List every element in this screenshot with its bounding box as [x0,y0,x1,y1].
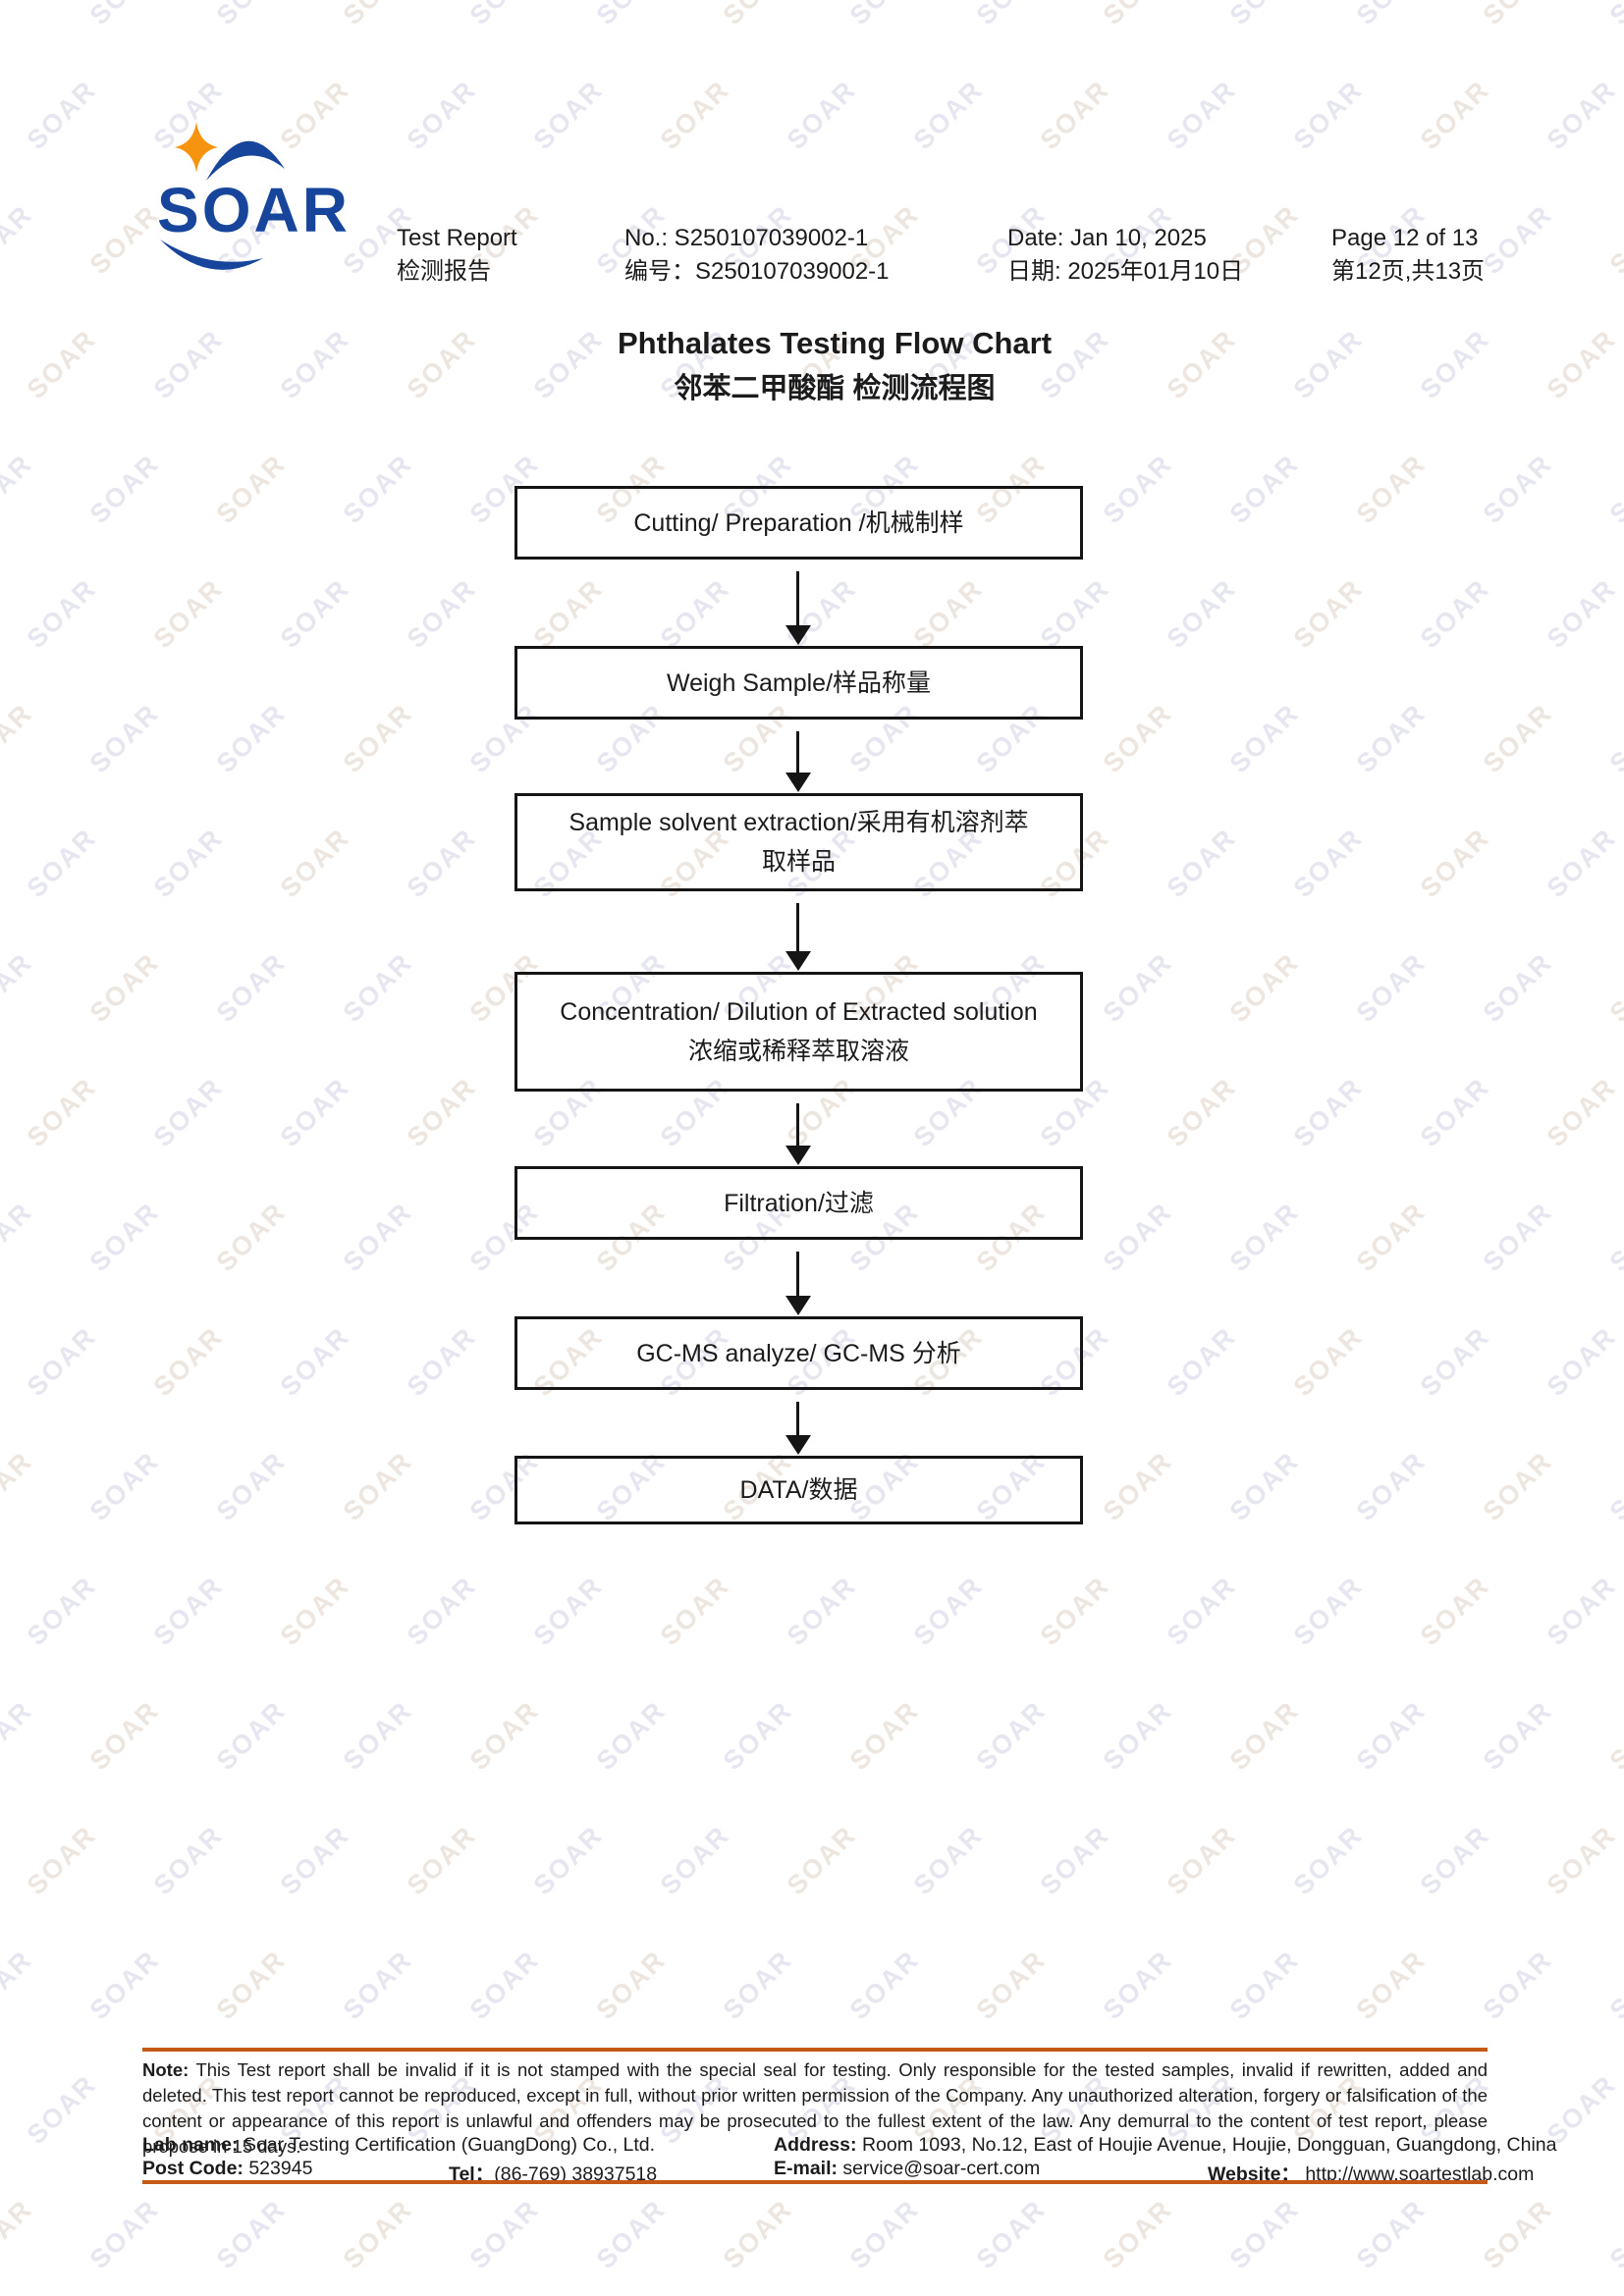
flow-step-label: Concentration/ Dilution of Extracted sol… [560,998,1038,1026]
flow-step-label: DATA/数据 [739,1476,858,1504]
logo-star-icon [175,122,218,173]
post-code-value: 523945 [243,2158,313,2179]
flow-arrow-icon [796,1252,799,1298]
flow-arrow-icon [796,731,799,774]
flow-step-box: Weigh Sample/样品称量 [514,646,1083,720]
address-value: Room 1093, No.12, East of Houjie Avenue,… [856,2134,1557,2156]
website-row: Website： http://www.soartestlab.com [1208,2158,1534,2186]
header-page-col: Page 12 of 13 第12页,共13页 [1331,222,1485,289]
report-page-en: Page 12 of 13 [1331,225,1479,251]
report-label-en: Test Report [397,225,517,251]
flow-step-label: Sample solvent extraction/采用有机溶剂萃 [568,809,1029,836]
flow-step-box: Cutting/ Preparation /机械制样 [514,486,1083,560]
post-code-row: Post Code: 523945 [142,2158,312,2180]
flow-step-box: Sample solvent extraction/采用有机溶剂萃取样品 [514,793,1083,891]
flow-arrowhead-icon [785,1296,811,1315]
flow-step-label: Cutting/ Preparation /机械制样 [633,508,964,537]
address-row: Address: Room 1093, No.12, East of Houji… [774,2134,1557,2157]
header-no-col: No.: S250107039002-1 编号：S250107039002-1 [624,222,890,289]
page-title-en: Phthalates Testing Flow Chart [617,326,1053,360]
footer-bottom-rule [142,2180,1488,2184]
logo-swoosh-top-icon [206,140,285,181]
flow-arrow-icon [796,1402,799,1437]
flow-arrowhead-icon [785,1435,811,1455]
post-code-label: Post Code: [142,2158,244,2179]
tel-row: Tel：(86-769) 38937518 [449,2158,657,2186]
flow-arrow-icon [796,903,799,953]
footer-top-rule [142,2048,1488,2052]
logo-text: SOAR [157,175,351,245]
lab-name-row: Lab name: Soar Testing Certification (Gu… [142,2134,655,2157]
footer-note: Note: This Test report shall be invalid … [142,2057,1488,2160]
website-value: http://www.soartestlab.com [1299,2163,1535,2185]
flow-arrowhead-icon [785,625,811,645]
soar-logo: SOAR [157,122,351,270]
note-label: Note: [142,2059,189,2080]
report-date-en: Date: Jan 10, 2025 [1007,225,1207,251]
tel-label: Tel： [449,2163,495,2185]
flow-step-label: 浓缩或稀释萃取溶液 [687,1038,909,1065]
flow-step-box: GC-MS analyze/ GC-MS 分析 [514,1316,1083,1390]
tel-value: (86-769) 38937518 [494,2163,658,2185]
header-date-col: Date: Jan 10, 2025 日期: 2025年01月10日 [1007,222,1243,289]
report-date-zh: 日期: 2025年01月10日 [1007,258,1244,285]
flow-arrowhead-icon [785,1146,811,1165]
website-label: Website： [1208,2163,1300,2185]
note-text: This Test report shall be invalid if it … [142,2059,1488,2157]
email-value: service@soar-cert.com [838,2158,1041,2179]
report-no-en: No.: S250107039002-1 [624,225,869,251]
logo-swoosh-bottom-icon [160,240,263,270]
flow-arrowhead-icon [785,773,811,792]
flow-arrow-icon [796,571,799,627]
email-label: E-mail: [774,2158,839,2179]
flow-step-label: GC-MS analyze/ GC-MS 分析 [636,1339,961,1367]
address-label: Address: [774,2134,857,2156]
flow-step-label: 取样品 [761,848,836,876]
report-no-zh: 编号：S250107039002-1 [624,258,890,285]
page-title-zh: 邻苯二甲酸酯 检测流程图 [674,373,996,404]
email-row: E-mail: service@soar-cert.com [774,2158,1040,2180]
header-report-col: Test Report 检测报告 [397,222,517,289]
lab-name-label: Lab name: [142,2134,239,2156]
report-label-zh: 检测报告 [397,258,491,285]
flow-arrowhead-icon [785,951,811,971]
flow-step-label: Weigh Sample/样品称量 [666,668,932,697]
lab-name-value: Soar Testing Certification (GuangDong) C… [238,2134,656,2156]
flow-step-box: Concentration/ Dilution of Extracted sol… [514,972,1083,1092]
report-page-zh: 第12页,共13页 [1331,258,1486,285]
flow-step-box: DATA/数据 [514,1456,1083,1524]
flow-arrow-icon [796,1103,799,1148]
flow-step-label: Filtration/过滤 [724,1189,874,1217]
flow-step-box: Filtration/过滤 [514,1166,1083,1240]
